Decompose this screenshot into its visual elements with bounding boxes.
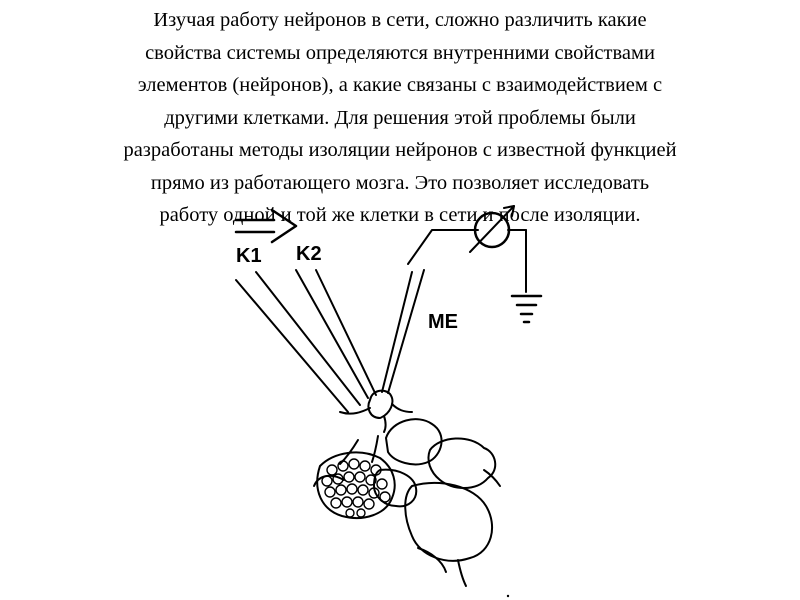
brain-tissue xyxy=(313,418,501,587)
text-line: работу одной и той же клетки в сети и по… xyxy=(159,204,641,226)
text-line: прямо из работающего мозга. Это позволяе… xyxy=(150,171,650,194)
text-line: свойства системы определяются внутренним… xyxy=(145,41,655,64)
text-line: другими клетками. Для решения этой пробл… xyxy=(164,106,636,129)
text-line: разработаны методы изоляции нейронов с и… xyxy=(123,139,677,161)
recording-circuit xyxy=(407,229,527,293)
electrode-k1 xyxy=(235,271,361,413)
label-k2: K2 xyxy=(296,243,322,265)
ground-icon xyxy=(510,294,543,324)
isolated-neuron xyxy=(339,389,413,433)
electrode-k2 xyxy=(295,269,377,399)
arrow-icon xyxy=(234,208,298,244)
description-text: Изучая работу нейронов в сети, сложно ра… xyxy=(20,4,780,232)
text-line: элементов (нейронов), а какие связаны с … xyxy=(137,74,663,96)
dot-mark xyxy=(506,594,510,598)
label-me: ME xyxy=(428,311,458,333)
label-k1: K1 xyxy=(236,245,262,267)
text-line: Изучая работу нейронов в сети, сложно ра… xyxy=(153,9,647,31)
meter-icon xyxy=(469,205,515,253)
microelectrode-me xyxy=(381,269,425,394)
